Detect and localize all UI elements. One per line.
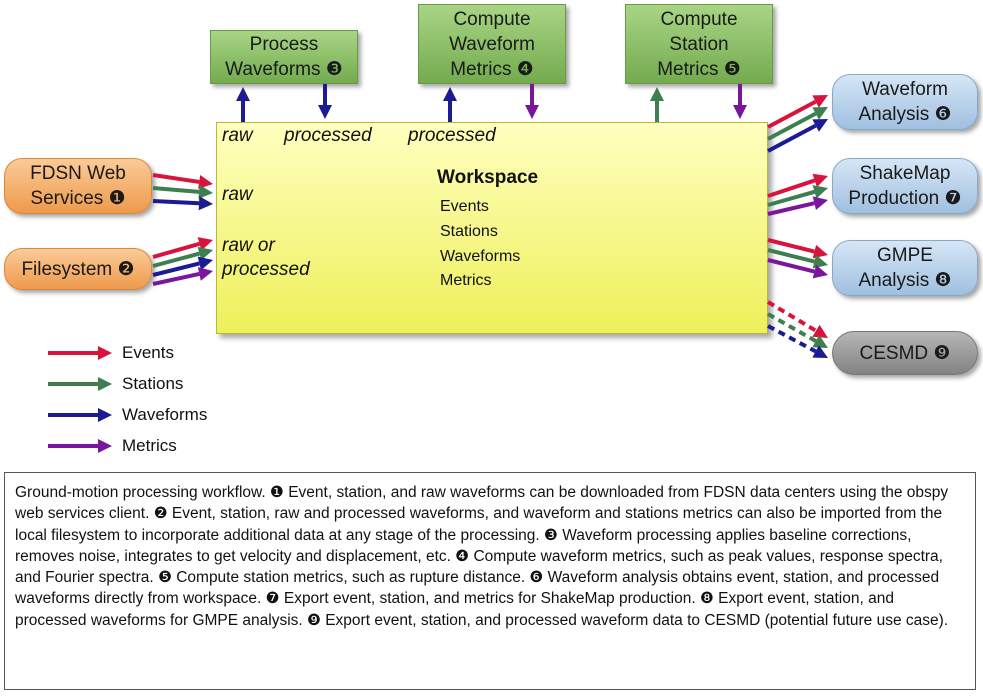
arrow-to-shakemap-events <box>767 173 828 198</box>
compute-station-line2: Station <box>669 33 729 55</box>
process-badge: ❸ <box>325 59 343 80</box>
workspace-item-metrics: Metrics <box>440 272 492 289</box>
compute-waveform-line1: Compute <box>453 8 531 30</box>
legend-label-events: Events <box>122 343 174 362</box>
compute-waveform-badge: ❹ <box>516 58 534 80</box>
arrow-to-shakemap-stations <box>767 185 828 207</box>
fdsn-line2-wrap: Services ❶ <box>30 186 125 211</box>
gmpe-badge: ❽ <box>934 270 952 291</box>
legend-arrow-stations <box>48 377 112 391</box>
legend-label-stations: Stations <box>122 374 184 393</box>
shakemap-production-box: ShakeMap Production ❼ <box>832 158 978 214</box>
gmpe-line1: GMPE <box>877 245 933 266</box>
waveform-analysis-box: Waveform Analysis ❻ <box>832 74 978 130</box>
arrow-fdsn-stations <box>152 184 213 199</box>
compute-waveform-metrics-box: Compute Waveform Metrics ❹ <box>418 4 566 84</box>
compute-waveform-line3-wrap: Metrics ❹ <box>450 57 534 82</box>
workspace-box <box>216 122 768 334</box>
arrow-to-gmpe-stations <box>767 248 828 269</box>
figure-caption: Ground-motion processing workflow. ❶ Eve… <box>4 472 976 690</box>
waveform-analysis-line2-wrap: Analysis ❻ <box>858 102 951 127</box>
arrow-to-waveform-analysis-stations <box>767 107 828 141</box>
label-left-raw: raw <box>222 184 253 205</box>
workspace-item-events: Events <box>440 198 489 215</box>
process-line2-wrap: Waveforms ❸ <box>225 57 343 82</box>
arrow-filesystem-metrics <box>152 267 213 286</box>
arrow-processed-to-compute-waveform <box>443 87 457 122</box>
legend-arrow-events <box>48 346 112 360</box>
arrow-to-gmpe-waveforms <box>767 258 828 279</box>
label-left-raw-or: raw or <box>222 235 275 256</box>
arrow-to-cesmd-waveforms <box>767 324 828 358</box>
caption-text: Ground-motion processing workflow. ❶ Eve… <box>15 484 949 629</box>
gmpe-line2-wrap: Analysis ❽ <box>858 268 951 293</box>
shakemap-line1: ShakeMap <box>859 163 951 184</box>
compute-station-badge: ❺ <box>723 58 741 80</box>
arrow-to-waveform-analysis-waveforms <box>767 119 828 153</box>
label-left-processed: processed <box>222 259 310 280</box>
arrow-to-gmpe-events <box>767 238 828 259</box>
arrow-to-waveform-analysis-events <box>767 95 828 129</box>
cesmd-box: CESMD ❾ <box>832 331 978 375</box>
fdsn-line2: Services <box>30 188 104 209</box>
shakemap-line2: Production <box>848 188 940 209</box>
filesystem-line1: Filesystem <box>21 258 113 280</box>
arrow-raw-to-process <box>236 87 250 122</box>
process-line1: Process <box>249 34 319 55</box>
waveform-analysis-line1: Waveform <box>862 79 948 100</box>
arrow-to-shakemap-metrics <box>767 196 828 216</box>
arrow-filesystem-stations <box>152 246 213 268</box>
process-line2: Waveforms <box>225 59 321 80</box>
arrow-to-cesmd-stations <box>767 312 828 348</box>
legend-label-waveforms: Waveforms <box>122 405 208 424</box>
cesmd-line-wrap: CESMD ❾ <box>860 341 951 366</box>
filesystem-box: Filesystem ❷ <box>4 248 152 290</box>
filesystem-badge: ❷ <box>117 258 135 280</box>
workspace-title: Workspace <box>437 167 539 188</box>
arrow-to-cesmd-events <box>766 300 828 338</box>
fdsn-line1: FDSN Web <box>30 163 126 184</box>
gmpe-line2: Analysis <box>858 270 930 291</box>
label-top-processed-2: processed <box>408 125 496 146</box>
legend-arrow-metrics <box>48 439 112 453</box>
process-waveforms-box: Process Waveforms ❸ <box>210 30 358 84</box>
label-top-raw: raw <box>222 125 253 146</box>
compute-station-metrics-box: Compute Station Metrics ❺ <box>625 4 773 84</box>
arrow-fdsn-waveforms <box>152 196 213 211</box>
arrow-fdsn-events <box>152 173 213 189</box>
fdsn-web-services-box: FDSN Web Services ❶ <box>4 158 152 214</box>
arrow-filesystem-waveforms <box>152 256 213 277</box>
legend-arrow-waveforms <box>48 408 112 422</box>
arrow-layer <box>48 84 828 453</box>
arrow-compute-station-to-metrics <box>733 84 747 119</box>
fdsn-badge: ❶ <box>108 188 126 209</box>
label-top-processed-1: processed <box>284 125 372 146</box>
shakemap-line2-wrap: Production ❼ <box>848 186 961 211</box>
workspace-item-stations: Stations <box>440 223 498 240</box>
waveform-analysis-badge: ❻ <box>934 104 952 125</box>
workspace-item-waveforms: Waveforms <box>440 248 521 265</box>
compute-station-line1: Compute <box>660 8 738 30</box>
waveform-analysis-line2: Analysis <box>858 104 930 125</box>
arrow-process-to-processed <box>318 84 332 119</box>
compute-waveform-line2: Waveform <box>449 33 535 55</box>
arrow-filesystem-events <box>152 237 213 259</box>
arrow-compute-waveform-to-metrics <box>525 84 539 119</box>
filesystem-line-wrap: Filesystem ❷ <box>21 257 134 282</box>
compute-station-line3: Metrics <box>657 58 719 80</box>
compute-waveform-line3: Metrics <box>450 58 512 80</box>
compute-station-line3-wrap: Metrics ❺ <box>657 57 741 82</box>
cesmd-line1: CESMD <box>859 342 929 364</box>
gmpe-analysis-box: GMPE Analysis ❽ <box>832 240 978 296</box>
legend-label-metrics: Metrics <box>122 436 177 455</box>
cesmd-badge: ❾ <box>933 342 951 364</box>
arrow-stations-to-compute-station <box>650 87 664 122</box>
shakemap-badge: ❼ <box>944 188 962 209</box>
